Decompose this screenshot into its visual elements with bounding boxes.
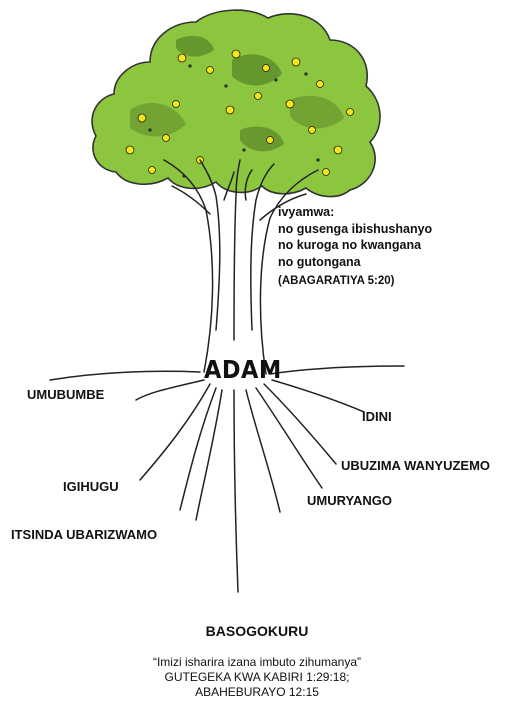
quote-reference-1: GUTEGEKA KWA KABIRI 1:29:18;: [0, 670, 514, 685]
root-label-umubumbe: UMUBUMBE: [27, 387, 104, 402]
root-label-ubuzima-wanyuzemo: UBUZIMA WANYUZEMO: [341, 458, 490, 473]
trunk-label-adam: ADAM: [204, 355, 282, 384]
quote-reference-2: ABAHEBURAYO 12:15: [0, 685, 514, 700]
quote-text: “Imizi isharira izana imbuto zihumanya”: [0, 655, 514, 670]
fruit-reference: (ABAGARATIYA 5:20): [278, 273, 432, 290]
fruit-annotation: ivyamwa: no gusenga ibishushanyo no kuro…: [278, 204, 432, 290]
root-label-umuryango: UMURYANGO: [307, 493, 392, 508]
fruit-heading: ivyamwa:: [278, 204, 432, 221]
root-label-itsinda-ubarizwamo: ITSINDA UBARIZWAMO: [11, 527, 157, 542]
fruit-line-3: no gutongana: [278, 254, 432, 271]
fruit-line-1: no gusenga ibishushanyo: [278, 221, 432, 238]
fruit-line-2: no kuroga no kwangana: [278, 237, 432, 254]
root-base-label: BASOGOKURU: [0, 623, 514, 639]
root-label-igihugu: IGIHUGU: [63, 479, 119, 494]
scripture-quote: “Imizi isharira izana imbuto zihumanya” …: [0, 655, 514, 700]
root-label-idini: IDINI: [362, 409, 392, 424]
tree-canopy: [92, 10, 380, 196]
